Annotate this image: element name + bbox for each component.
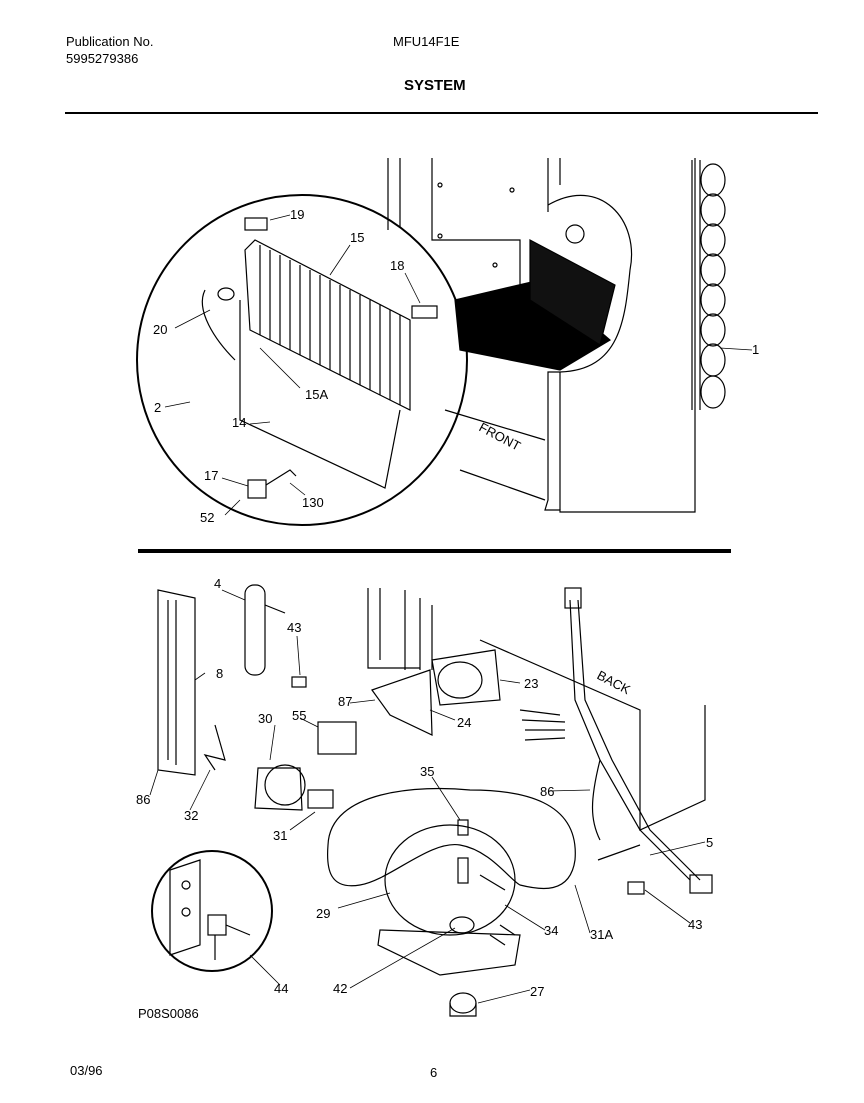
section-title: SYSTEM [404, 77, 466, 94]
drawing-id: P08S0086 [138, 1006, 199, 1021]
header-divider [65, 112, 818, 114]
callout-15: 15 [350, 230, 364, 245]
callout-130: 130 [302, 495, 324, 510]
callout-18: 18 [390, 258, 404, 273]
evaporator [201, 217, 438, 499]
section-divider [138, 549, 731, 553]
callout-87: 87 [338, 694, 352, 709]
callout-5: 5 [706, 835, 713, 850]
callout-8: 8 [216, 666, 223, 681]
cabinet-illustration [387, 158, 696, 513]
callout-43: 43 [287, 620, 301, 635]
callout-29: 29 [316, 906, 330, 921]
leader-lines-upper [164, 214, 753, 516]
callout-2: 2 [154, 400, 161, 415]
callout-32: 32 [184, 808, 198, 823]
callout-86-left: 86 [136, 792, 150, 807]
callout-15a: 15A [305, 387, 328, 402]
callout-23: 23 [524, 676, 538, 691]
callout-31: 31 [273, 828, 287, 843]
footer-date: 03/96 [70, 1063, 103, 1078]
leader-lines-lower [149, 589, 706, 1004]
callout-44: 44 [274, 981, 288, 996]
condenser-coil [691, 160, 726, 410]
callout-35: 35 [420, 764, 434, 779]
lower-components [151, 584, 713, 1017]
publication-number: 5995279386 [66, 51, 139, 66]
callout-24: 24 [457, 715, 471, 730]
callout-19: 19 [290, 207, 304, 222]
page-number: 6 [430, 1065, 438, 1080]
callout-52: 52 [200, 510, 214, 525]
callout-34: 34 [544, 923, 558, 938]
callout-17: 17 [204, 468, 218, 483]
callout-31a: 31A [590, 927, 613, 942]
model-number: MFU14F1E [393, 34, 460, 49]
outlet-detail-circle [151, 850, 273, 972]
callout-55: 55 [292, 708, 306, 723]
callout-43-right: 43 [688, 917, 702, 932]
callout-30: 30 [258, 711, 272, 726]
detail-magnifier [136, 194, 468, 526]
publication-label: Publication No. [66, 34, 154, 49]
callout-4: 4 [214, 576, 221, 591]
callout-27: 27 [530, 984, 544, 999]
callout-42: 42 [333, 981, 347, 996]
callout-14: 14 [232, 415, 246, 430]
callout-20: 20 [153, 322, 167, 337]
callout-1: 1 [752, 342, 759, 357]
callout-86-right: 86 [540, 784, 554, 799]
